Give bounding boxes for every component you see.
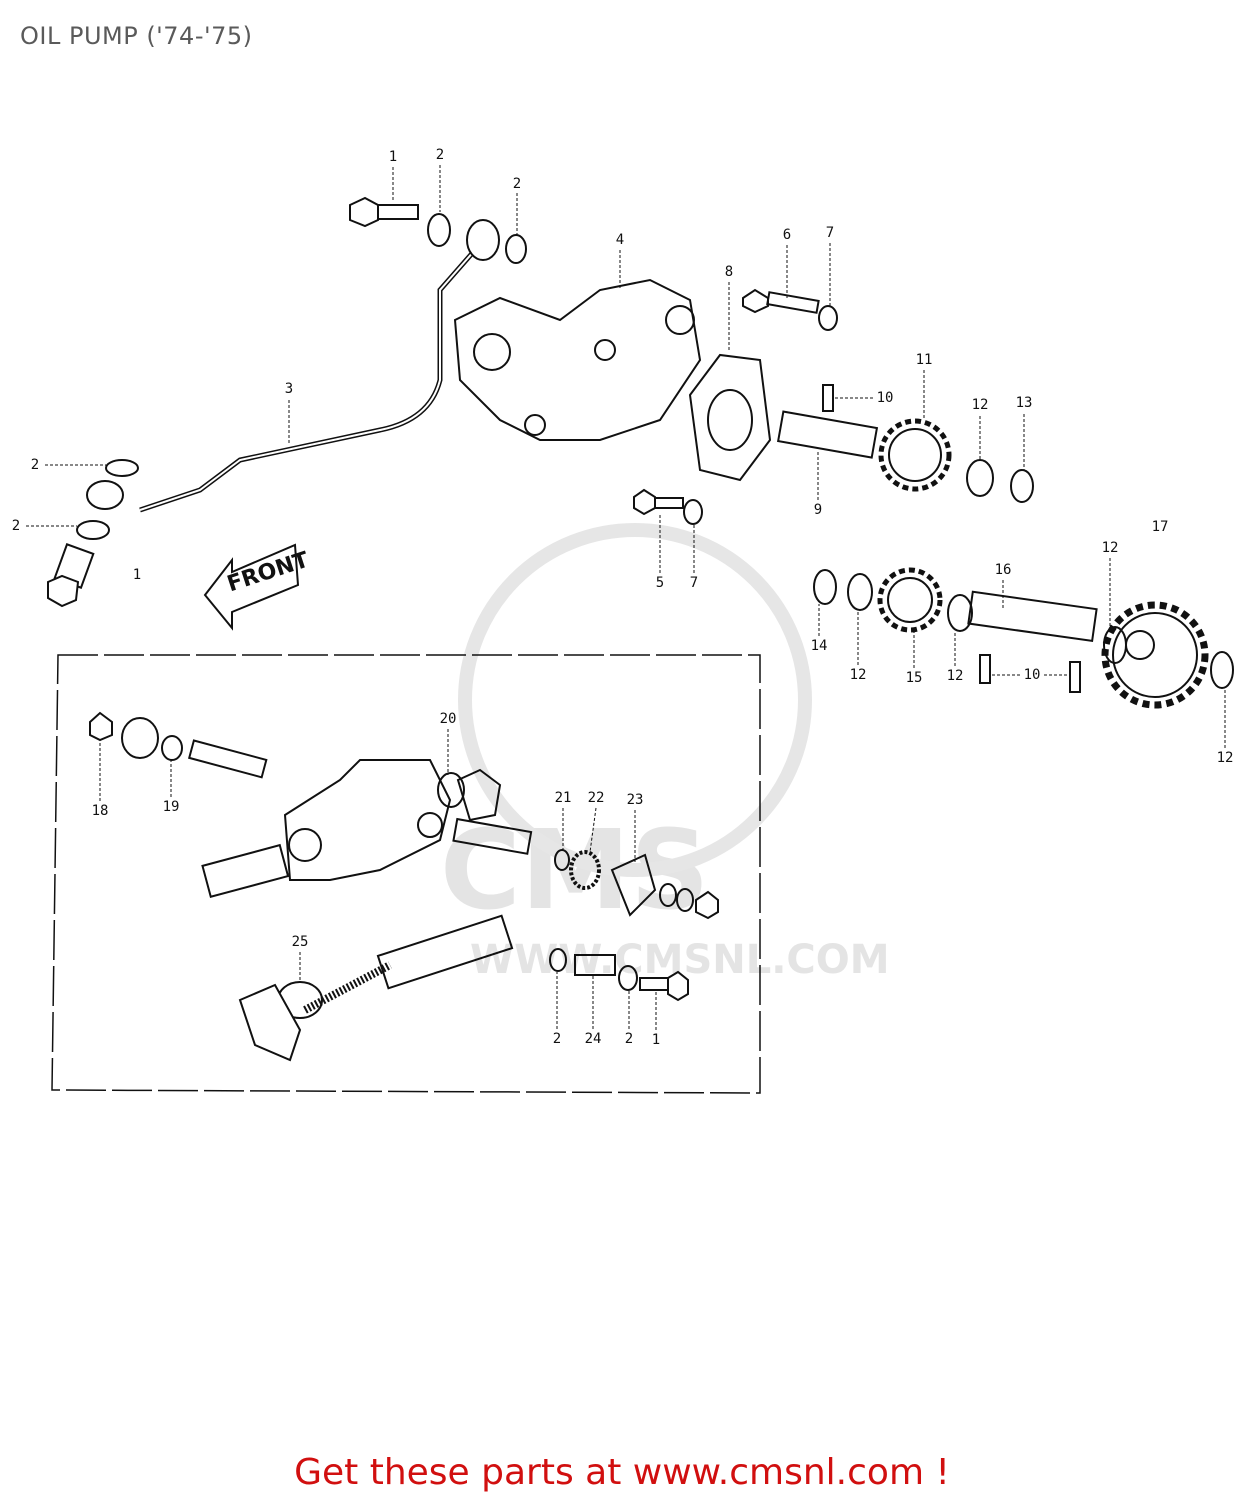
bolt-part [349, 196, 419, 228]
circlip-part [1010, 469, 1034, 503]
nut-part [695, 890, 719, 920]
front-arrow [203, 543, 300, 631]
gear-part [878, 418, 952, 492]
page-title: OIL PUMP ('74-'75) [20, 22, 253, 50]
footer-link[interactable]: Get these parts at www.cmsnl.com ! [294, 1452, 950, 1493]
gasket-part [688, 353, 772, 482]
callout-label: 2 [30, 457, 40, 473]
callout-label: 20 [439, 711, 457, 727]
callout-label: 2 [435, 147, 445, 163]
callout-label: 4 [615, 232, 625, 248]
oring-part [437, 772, 465, 808]
callout-label: 19 [162, 799, 180, 815]
washer-part [1210, 651, 1234, 689]
callout-label: 7 [825, 225, 835, 241]
pin-part [1069, 661, 1081, 693]
circlip-part [813, 569, 837, 605]
oring-part [161, 735, 183, 761]
washer-part [105, 459, 139, 477]
pin-part [979, 654, 991, 684]
shaft-part [776, 410, 879, 459]
callout-label: 12 [1101, 540, 1119, 556]
oil-pump-body-part [453, 278, 702, 441]
gear-part [1101, 601, 1209, 709]
cover-plate-part [456, 768, 502, 822]
callout-label: 10 [876, 390, 894, 406]
callout-label: 2 [552, 1031, 562, 1047]
banjo-part [466, 219, 500, 261]
callout-label: 2 [624, 1031, 634, 1047]
callout-label: 9 [813, 502, 823, 518]
filter-part [201, 843, 290, 898]
callout-label: 1 [651, 1032, 661, 1048]
washer-part [427, 213, 451, 247]
subassembly-frame [51, 654, 761, 1094]
callout-label: 12 [946, 668, 964, 684]
washer-part [818, 305, 838, 331]
shaft-part [967, 590, 1098, 643]
cover-plate-part [238, 983, 302, 1062]
callout-label: 2 [512, 176, 522, 192]
callout-label: 7 [689, 575, 699, 591]
watermark-circle [458, 523, 812, 877]
collar-part [121, 717, 159, 759]
callout-label: 3 [284, 381, 294, 397]
worm-gear-part [569, 850, 601, 890]
washer-part [966, 459, 994, 497]
bolt-part [47, 543, 95, 608]
washer-part [683, 499, 703, 525]
callout-label: 21 [554, 790, 572, 806]
washer-part [549, 948, 567, 972]
banjo-part [86, 480, 124, 510]
nut-part [89, 711, 113, 742]
callout-label: 16 [994, 562, 1012, 578]
washer-part [76, 520, 110, 540]
shaft-part [376, 914, 514, 990]
callout-label: 11 [915, 352, 933, 368]
callout-label: 24 [584, 1031, 602, 1047]
washer-part [947, 594, 973, 632]
callout-label: 12 [971, 397, 989, 413]
callout-label: 22 [587, 790, 605, 806]
oring-part [554, 849, 570, 871]
washer-part [659, 883, 677, 907]
bolt-part [742, 288, 820, 314]
callout-label: 2 [11, 518, 21, 534]
callout-label: 18 [91, 803, 109, 819]
callout-label: 8 [724, 264, 734, 280]
callout-label: 1 [388, 149, 398, 165]
callout-label: 25 [291, 934, 309, 950]
callout-label: 17 [1151, 519, 1169, 535]
washer-part [505, 234, 527, 264]
callout-label: 6 [782, 227, 792, 243]
gear-part [877, 567, 943, 633]
callout-label: 5 [655, 575, 665, 591]
callout-label: 10 [1023, 667, 1041, 683]
leader-lines [26, 165, 1226, 1030]
washer-part [1103, 626, 1127, 664]
washer-part [847, 573, 873, 611]
washer-part [618, 965, 638, 991]
bolt-part [639, 970, 689, 1002]
valve-part [452, 817, 533, 855]
cam-plate-part [610, 853, 657, 917]
plunger-part [187, 739, 268, 779]
callout-label: 14 [810, 638, 828, 654]
callout-label: 12 [849, 667, 867, 683]
callout-label: 12 [1216, 750, 1234, 766]
pin-part [822, 384, 834, 412]
bolt-part [633, 488, 684, 516]
spring-part [303, 961, 392, 1014]
callout-label: 23 [626, 792, 644, 808]
oil-pipe-part [139, 248, 477, 513]
callout-label: 1 [132, 567, 142, 583]
callout-label: 13 [1015, 395, 1033, 411]
fitting-part [574, 954, 616, 976]
callout-label: 15 [905, 670, 923, 686]
washer-part [676, 888, 694, 912]
pump-housing-part [283, 759, 452, 881]
